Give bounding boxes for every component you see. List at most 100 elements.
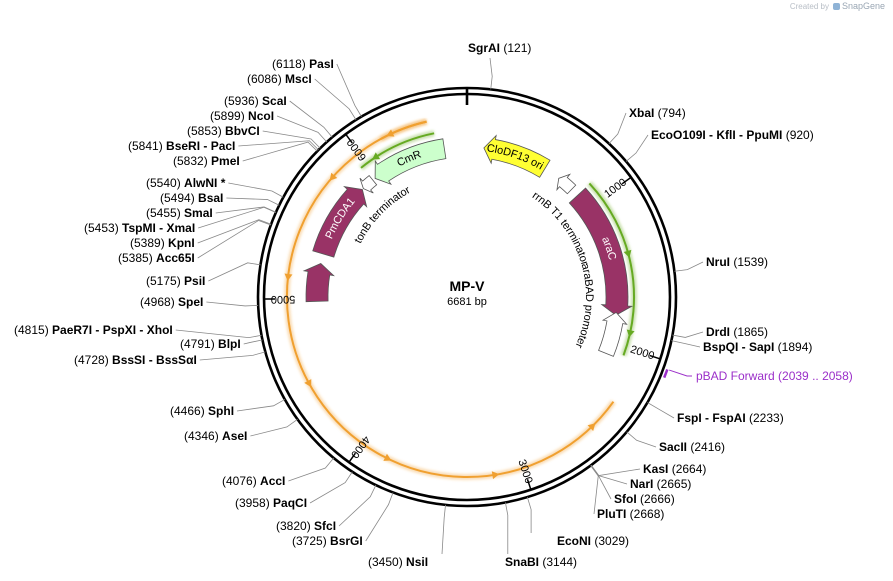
site-leader: [590, 464, 628, 485]
site-position: (2666): [637, 492, 675, 506]
feature-clodf13-ori[interactable]: CloDF13 ori: [483, 134, 551, 178]
svg-text:(6086) MscI: (6086) MscI: [247, 72, 312, 86]
site-label[interactable]: NarI (2665): [630, 477, 691, 491]
orf-arc-orange-main: [283, 118, 616, 480]
site-label[interactable]: (3450) NsiI: [368, 555, 428, 569]
site-label[interactable]: (4791) BlpI: [180, 337, 241, 351]
tick-mark: [649, 354, 661, 360]
site-label[interactable]: (4466) SphI: [170, 404, 234, 418]
site-position: (6086): [247, 72, 285, 86]
site-position: (4466): [170, 404, 208, 418]
site-label[interactable]: (3958) PaqCI: [235, 496, 307, 510]
site-position: (4815): [14, 323, 52, 337]
site-position: (4346): [184, 429, 222, 443]
site-name: PaeR7I - PspXI - XhoI: [52, 323, 173, 337]
site-label[interactable]: (3820) SfcI: [276, 519, 336, 533]
site-name: AseI: [222, 429, 247, 443]
feature-tonb-terminator[interactable]: tonB terminator: [352, 174, 413, 246]
site-position: (2233): [746, 411, 784, 425]
feature-label: UGI: [339, 267, 354, 288]
site-label[interactable]: BspQI - SapI (1894): [703, 340, 812, 354]
site-leader: [672, 331, 704, 338]
site-position: (5899): [210, 109, 248, 123]
svg-text:BspQI - SapI (1894): BspQI - SapI (1894): [703, 340, 812, 354]
site-label[interactable]: KasI (2664): [643, 462, 706, 476]
site-label[interactable]: (5389) KpnI: [130, 236, 195, 250]
site-position: (920): [782, 128, 813, 142]
site-name: ScaI: [262, 94, 287, 108]
site-name: SacII: [659, 440, 687, 454]
site-position: (1894): [774, 340, 812, 354]
site-label[interactable]: PluTI (2668): [597, 507, 664, 521]
site-label[interactable]: EcoNI (3029): [557, 534, 629, 548]
feature-pmcda1[interactable]: PmCDA1: [312, 186, 368, 258]
site-leader: [671, 340, 701, 348]
site-position: (5832): [173, 154, 211, 168]
feature-rrnb-t1-terminator[interactable]: rrnB T1 terminator: [530, 173, 591, 267]
feature-ugi[interactable]: UGI: [302, 263, 354, 303]
site-leader: [236, 399, 286, 412]
plasmid-name: MP-V: [450, 278, 486, 294]
feature-cmr[interactable]: CmR: [374, 138, 447, 186]
svg-text:(5841) BseRI - PacI: (5841) BseRI - PacI: [128, 139, 235, 153]
site-label[interactable]: (5540) AlwNI *: [146, 176, 226, 190]
site-label[interactable]: (6118) PasI: [272, 57, 334, 71]
site-label[interactable]: NruI (1539): [706, 255, 768, 269]
site-label[interactable]: (5385) Acc65I: [118, 251, 195, 265]
site-position: (2668): [626, 507, 664, 521]
site-label[interactable]: SgrAI (121): [468, 41, 531, 55]
primer-pbad-forward[interactable]: pBAD Forward (2039 .. 2058): [663, 368, 853, 383]
site-label[interactable]: (5175) PsiI: [146, 274, 205, 288]
site-name: PaqCI: [273, 496, 307, 510]
site-label[interactable]: (4346) AseI: [184, 429, 247, 443]
site-label[interactable]: SfoI (2666): [614, 492, 675, 506]
site-name: AlwNI *: [184, 176, 226, 190]
site-position: (3450): [368, 555, 406, 569]
site-leader: [526, 496, 532, 533]
site-label[interactable]: DrdI (1865): [706, 325, 768, 339]
site-leader: [336, 63, 362, 117]
site-label[interactable]: (4815) PaeR7I - PspXI - XhoI: [14, 323, 173, 337]
plasmid-size: 6681 bp: [447, 296, 487, 308]
site-leader-lines: [175, 57, 704, 555]
site-leader: [226, 197, 280, 206]
site-position: (1539): [730, 255, 768, 269]
svg-text:EcoO109I - KflI - PpuMI (9: EcoO109I - KflI - PpuMI (920): [651, 128, 814, 142]
feature-arac[interactable]: araC: [568, 187, 634, 316]
svg-text:(5389) KpnI: (5389) KpnI: [130, 236, 195, 250]
site-label[interactable]: (6086) MscI: [247, 72, 312, 86]
site-label[interactable]: (5853) BbvCI: [187, 124, 260, 138]
site-label[interactable]: FspI - FspAI (2233): [677, 411, 784, 425]
svg-text:SfoI (2666): SfoI (2666): [614, 492, 675, 506]
site-label[interactable]: (5841) BseRI - PacI: [128, 139, 235, 153]
site-label[interactable]: (5455) SmaI: [146, 206, 213, 220]
site-leader: [590, 464, 641, 476]
site-label[interactable]: EcoO109I - KflI - PpuMI (920): [651, 128, 814, 142]
site-leader: [441, 504, 446, 555]
site-label[interactable]: (5899) NcoI: [210, 109, 274, 123]
site-label[interactable]: (3725) BsrGI: [292, 534, 363, 548]
site-label[interactable]: SacII (2416): [659, 440, 725, 454]
site-leader: [242, 141, 318, 162]
site-name: SfoI: [614, 492, 637, 506]
site-label[interactable]: (5453) TspMI - XmaI: [84, 221, 195, 235]
site-label[interactable]: (4728) BssSI - BssSαI: [74, 353, 197, 367]
site-label[interactable]: (4968) SpeI: [140, 295, 203, 309]
feature-label: araBAD promoter: [573, 262, 596, 350]
site-leader: [314, 78, 357, 121]
site-label[interactable]: XbaI (794): [629, 106, 686, 120]
site-leader: [674, 261, 704, 272]
svg-text:NarI (2665): NarI (2665): [630, 477, 691, 491]
site-leader: [238, 140, 319, 151]
svg-text:UGI: UGI: [339, 267, 354, 288]
svg-text:SgrAI (121): SgrAI (121): [468, 41, 531, 55]
site-label[interactable]: (5936) ScaI: [224, 94, 287, 108]
orf-arc-green-cmr: [359, 130, 435, 171]
site-label[interactable]: (5832) PmeI: [173, 154, 240, 168]
site-leader: [208, 262, 261, 282]
site-label[interactable]: SnaBI (3144): [505, 555, 577, 569]
site-label[interactable]: (4076) AccI: [222, 474, 285, 488]
site-label[interactable]: (5494) BsaI: [160, 191, 223, 205]
site-position: (4076): [222, 474, 260, 488]
